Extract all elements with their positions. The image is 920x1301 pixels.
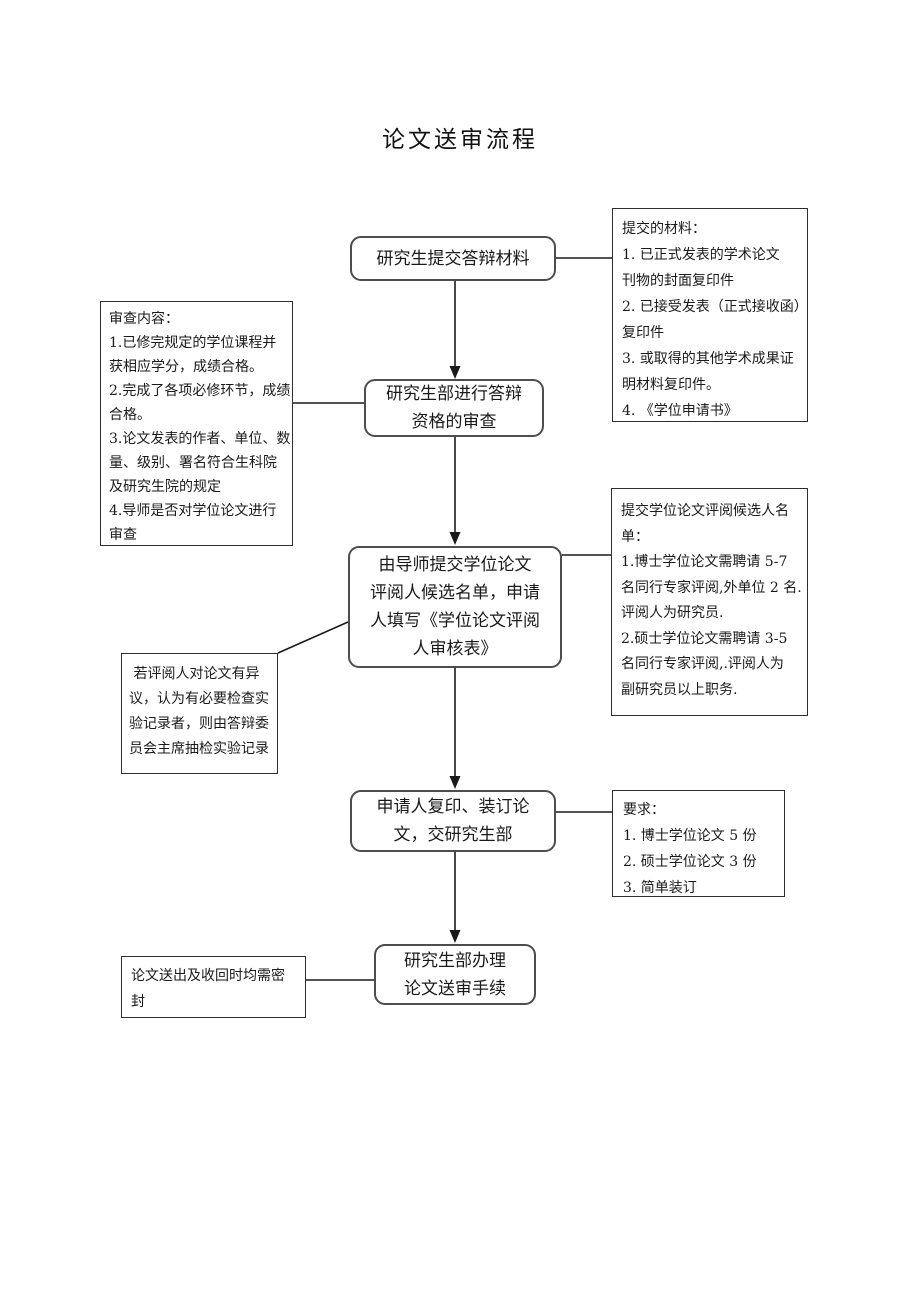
flow-step-qualification-review: 研究生部进行答辩 资格的审查 xyxy=(364,379,544,437)
arrowhead-step1-to-step2 xyxy=(449,366,461,379)
connector-objection-note-to-step3 xyxy=(277,621,349,654)
note-reviewer-objection: 若评阅人对论文有异 议，认为有必要检查实 验记录者，则由答辩委 员会主席抽检实验… xyxy=(121,653,278,774)
note-review-content: 审查内容： 1.已修完规定的学位课程并 获相应学分，成绩合格。 2.完成了各项必… xyxy=(100,301,293,546)
note-reviewer-candidates: 提交学位论文评阅候选人名 单： 1.博士学位论文需聘请 5-7 名同行专家评阅,… xyxy=(611,488,808,716)
arrowhead-step3-to-step4 xyxy=(449,776,461,789)
arrowhead-step4-to-step5 xyxy=(449,930,461,943)
note-copy-requirements: 要求： 1. 博士学位论文 5 份 2. 硕士学位论文 3 份 3. 简单装订 xyxy=(612,790,785,897)
flow-step-copy-bind-thesis: 申请人复印、装订论 文，交研究生部 xyxy=(350,790,556,852)
flow-step-send-for-review: 研究生部办理 论文送审手续 xyxy=(374,944,536,1005)
note-submitted-materials: 提交的材料： 1. 已正式发表的学术论文 刊物的封面复印件 2. 已接受发表（正… xyxy=(612,208,808,422)
note-seal-requirement: 论文送出及收回时均需密 封 xyxy=(121,956,306,1018)
flow-step-submit-defense-materials: 研究生提交答辩材料 xyxy=(350,236,556,281)
arrowhead-step2-to-step3 xyxy=(449,532,461,545)
page-title: 论文送审流程 xyxy=(382,127,538,153)
flow-step-reviewer-nomination: 由导师提交学位论文 评阅人候选名单，申请 人填写《学位论文评阅 人审核表》 xyxy=(348,546,562,668)
